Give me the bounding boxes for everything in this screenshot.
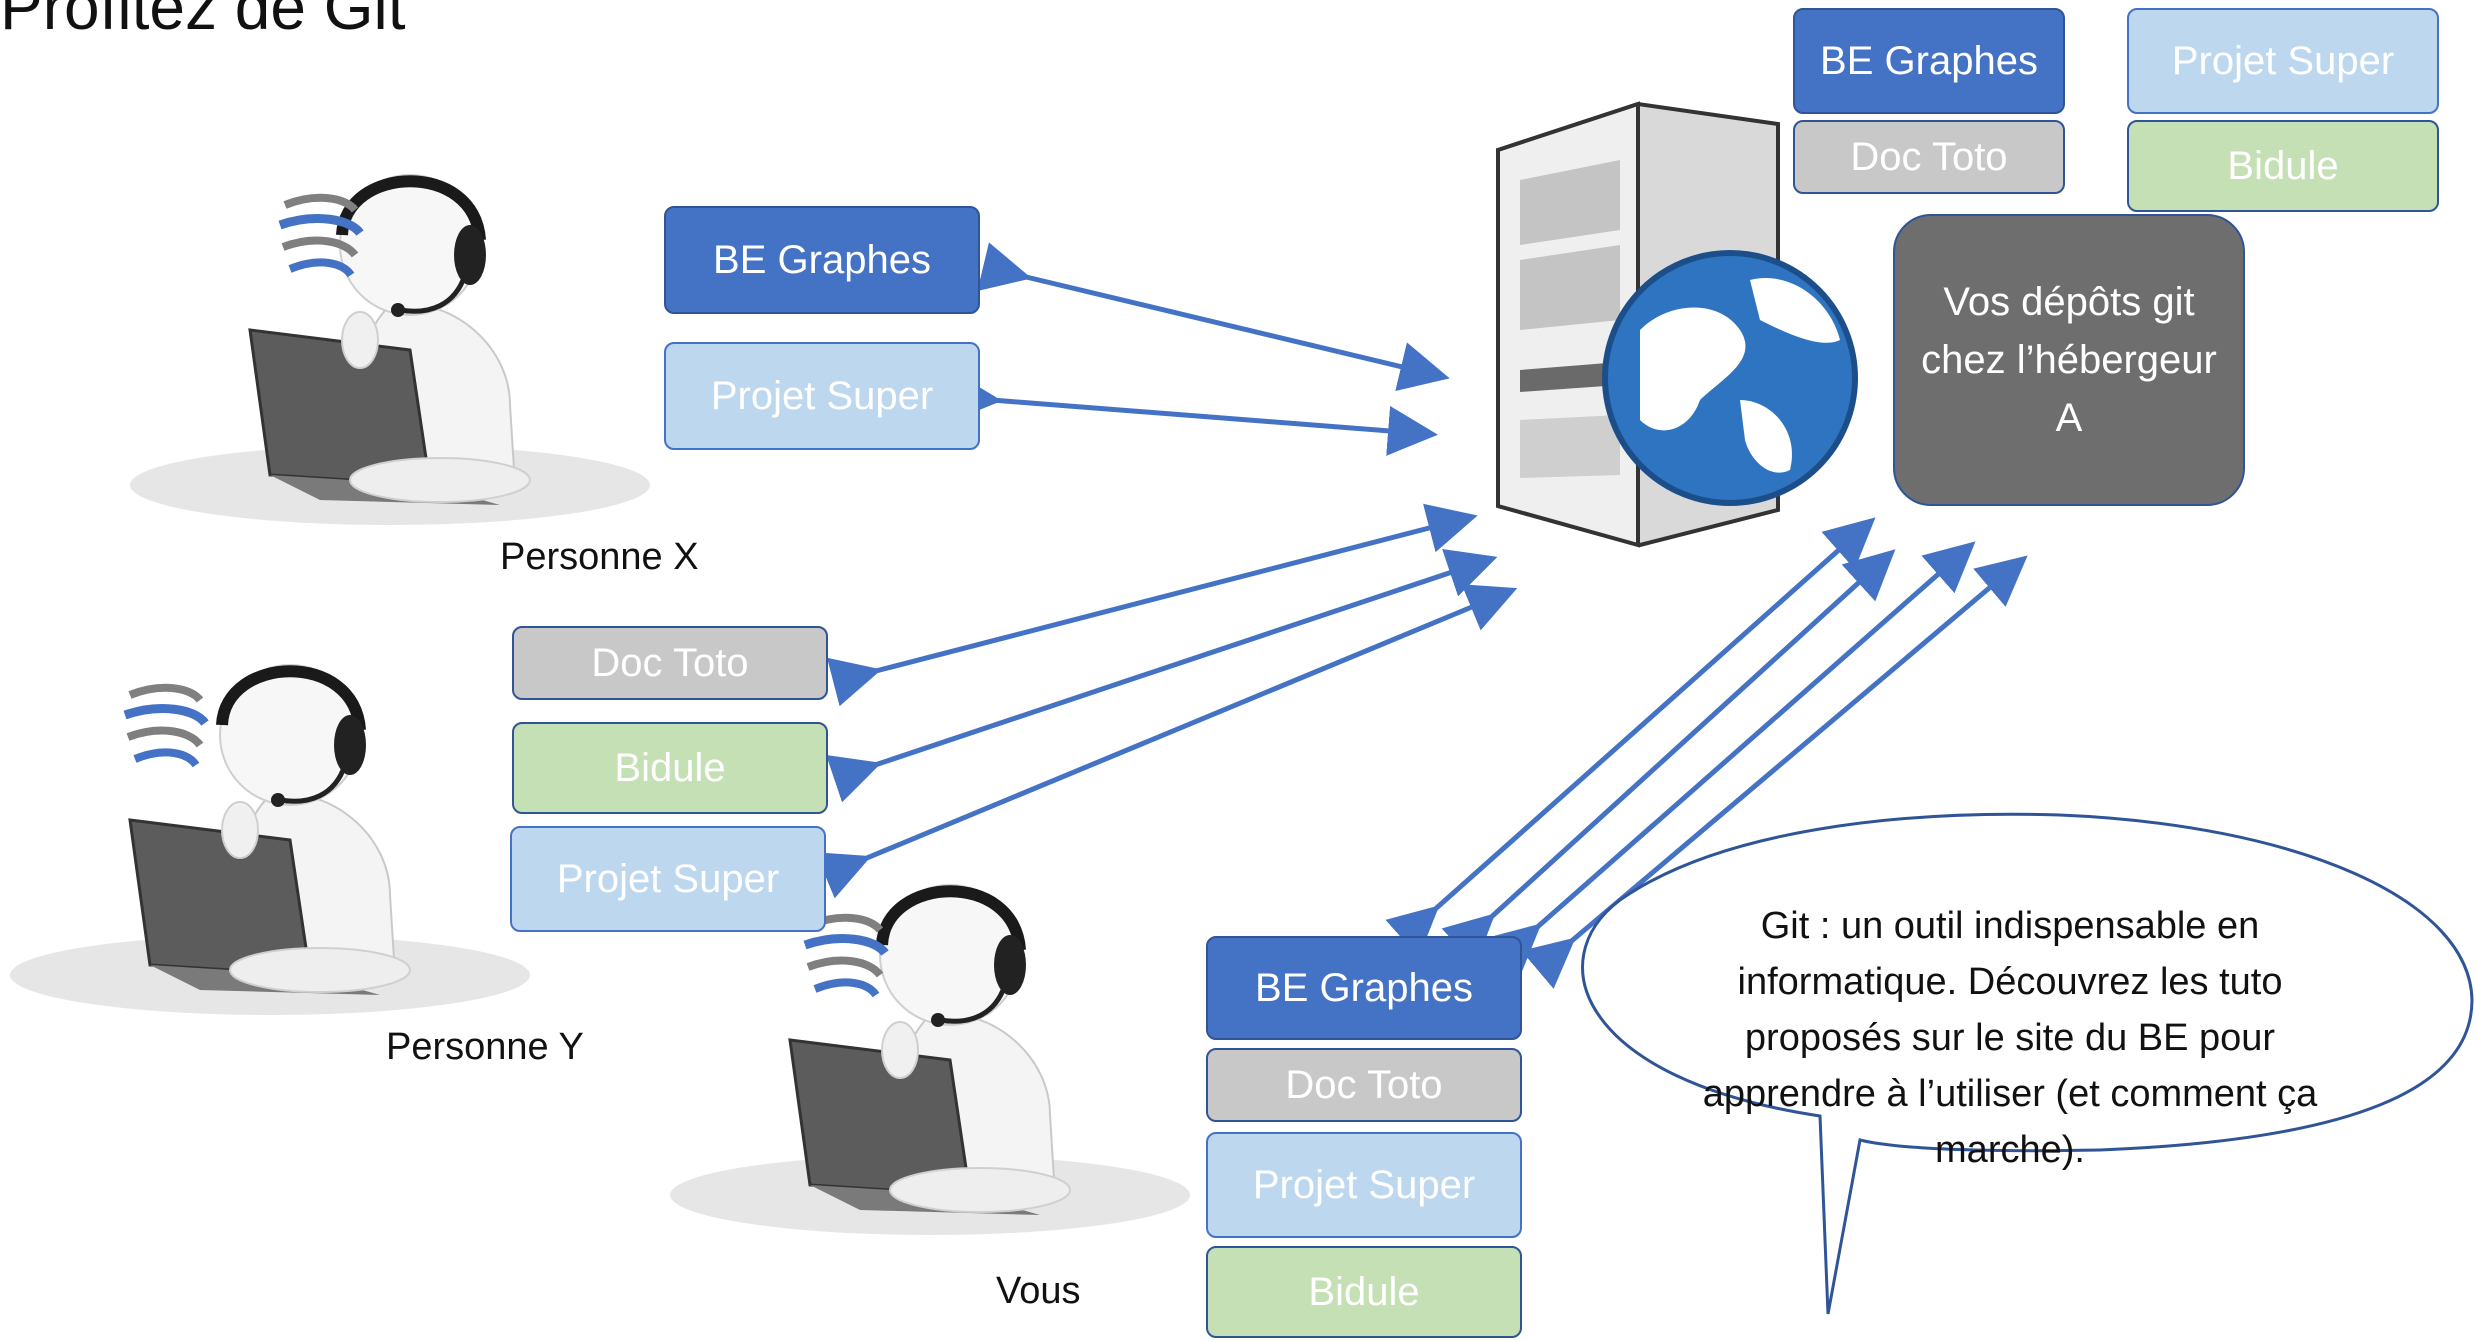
person-x-label: Personne X bbox=[500, 536, 699, 578]
vous-repo-doc-toto: Doc Toto bbox=[1206, 1048, 1522, 1122]
arrow-x-be-graphes bbox=[977, 242, 1450, 392]
arrow-vous-4 bbox=[1521, 555, 2028, 989]
person-y-label: Personne Y bbox=[386, 1026, 584, 1068]
arrow-x-projet-super bbox=[950, 371, 1438, 456]
vous-repo-projet-super: Projet Super bbox=[1206, 1132, 1522, 1238]
host-label: Vos dépôts git chez l’hébergeur A bbox=[1921, 280, 2217, 440]
vous-repo-be-graphes: BE Graphes bbox=[1206, 936, 1522, 1040]
server-repo-be-graphes: BE Graphes bbox=[1793, 8, 2065, 114]
person-y-repo-bidule: Bidule bbox=[512, 722, 828, 814]
person-x-repo-projet-super: Projet Super bbox=[664, 342, 980, 450]
page-title: Profitez de Git bbox=[0, 0, 406, 43]
server-repo-projet-super: Projet Super bbox=[2127, 8, 2439, 114]
person-x-repo-be-graphes: BE Graphes bbox=[664, 206, 980, 314]
host-repositories-box: Vos dépôts git chez l’hébergeur A bbox=[1893, 214, 2245, 506]
server-repo-bidule: Bidule bbox=[2127, 120, 2439, 212]
bubble-text: Git : un outil indispensable en informat… bbox=[1702, 905, 2318, 1171]
vous-repo-bidule: Bidule bbox=[1206, 1246, 1522, 1338]
person-y-repo-projet-super: Projet Super bbox=[510, 826, 826, 932]
server-repo-doc-toto: Doc Toto bbox=[1793, 120, 2065, 194]
vous-label: Vous bbox=[996, 1270, 1081, 1312]
person-y-repo-doc-toto: Doc Toto bbox=[512, 626, 828, 700]
